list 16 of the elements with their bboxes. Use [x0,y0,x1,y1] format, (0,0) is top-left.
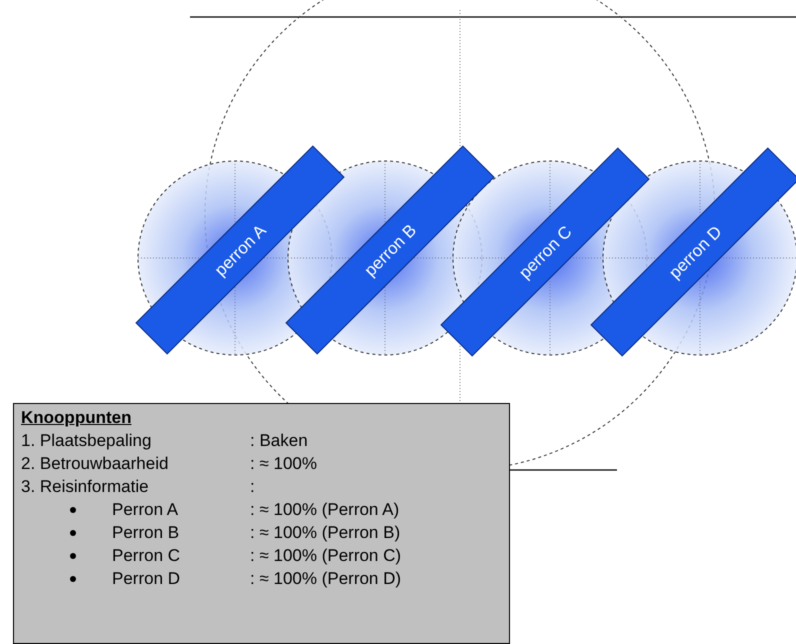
list-item-value: : ≈ 100% (Perron B) [250,523,400,543]
list-item-value: : ≈ 100% (Perron D) [250,569,402,589]
list-item-value: : Baken [250,431,308,451]
list-item-label: Perron B [112,523,180,543]
list-item-label: 2. Betrouwbaarheid [21,454,168,474]
list-item-label: Perron A [112,500,178,520]
list-item-value: : ≈ 100% [250,454,317,474]
list-item-value: : ≈ 100% (Perron C) [250,546,402,566]
list-item-label: 1. Plaatsbepaling [21,431,152,451]
list-item-label: Perron D [112,569,180,589]
panel-heading: Knooppunten [21,408,132,428]
list-item-value: : ≈ 100% (Perron A) [250,500,400,520]
list-item-label: Perron C [112,546,180,566]
info-panel [13,403,510,644]
list-item-label: 3. Reisinformatie [21,477,149,497]
list-item-value: : [250,477,255,497]
